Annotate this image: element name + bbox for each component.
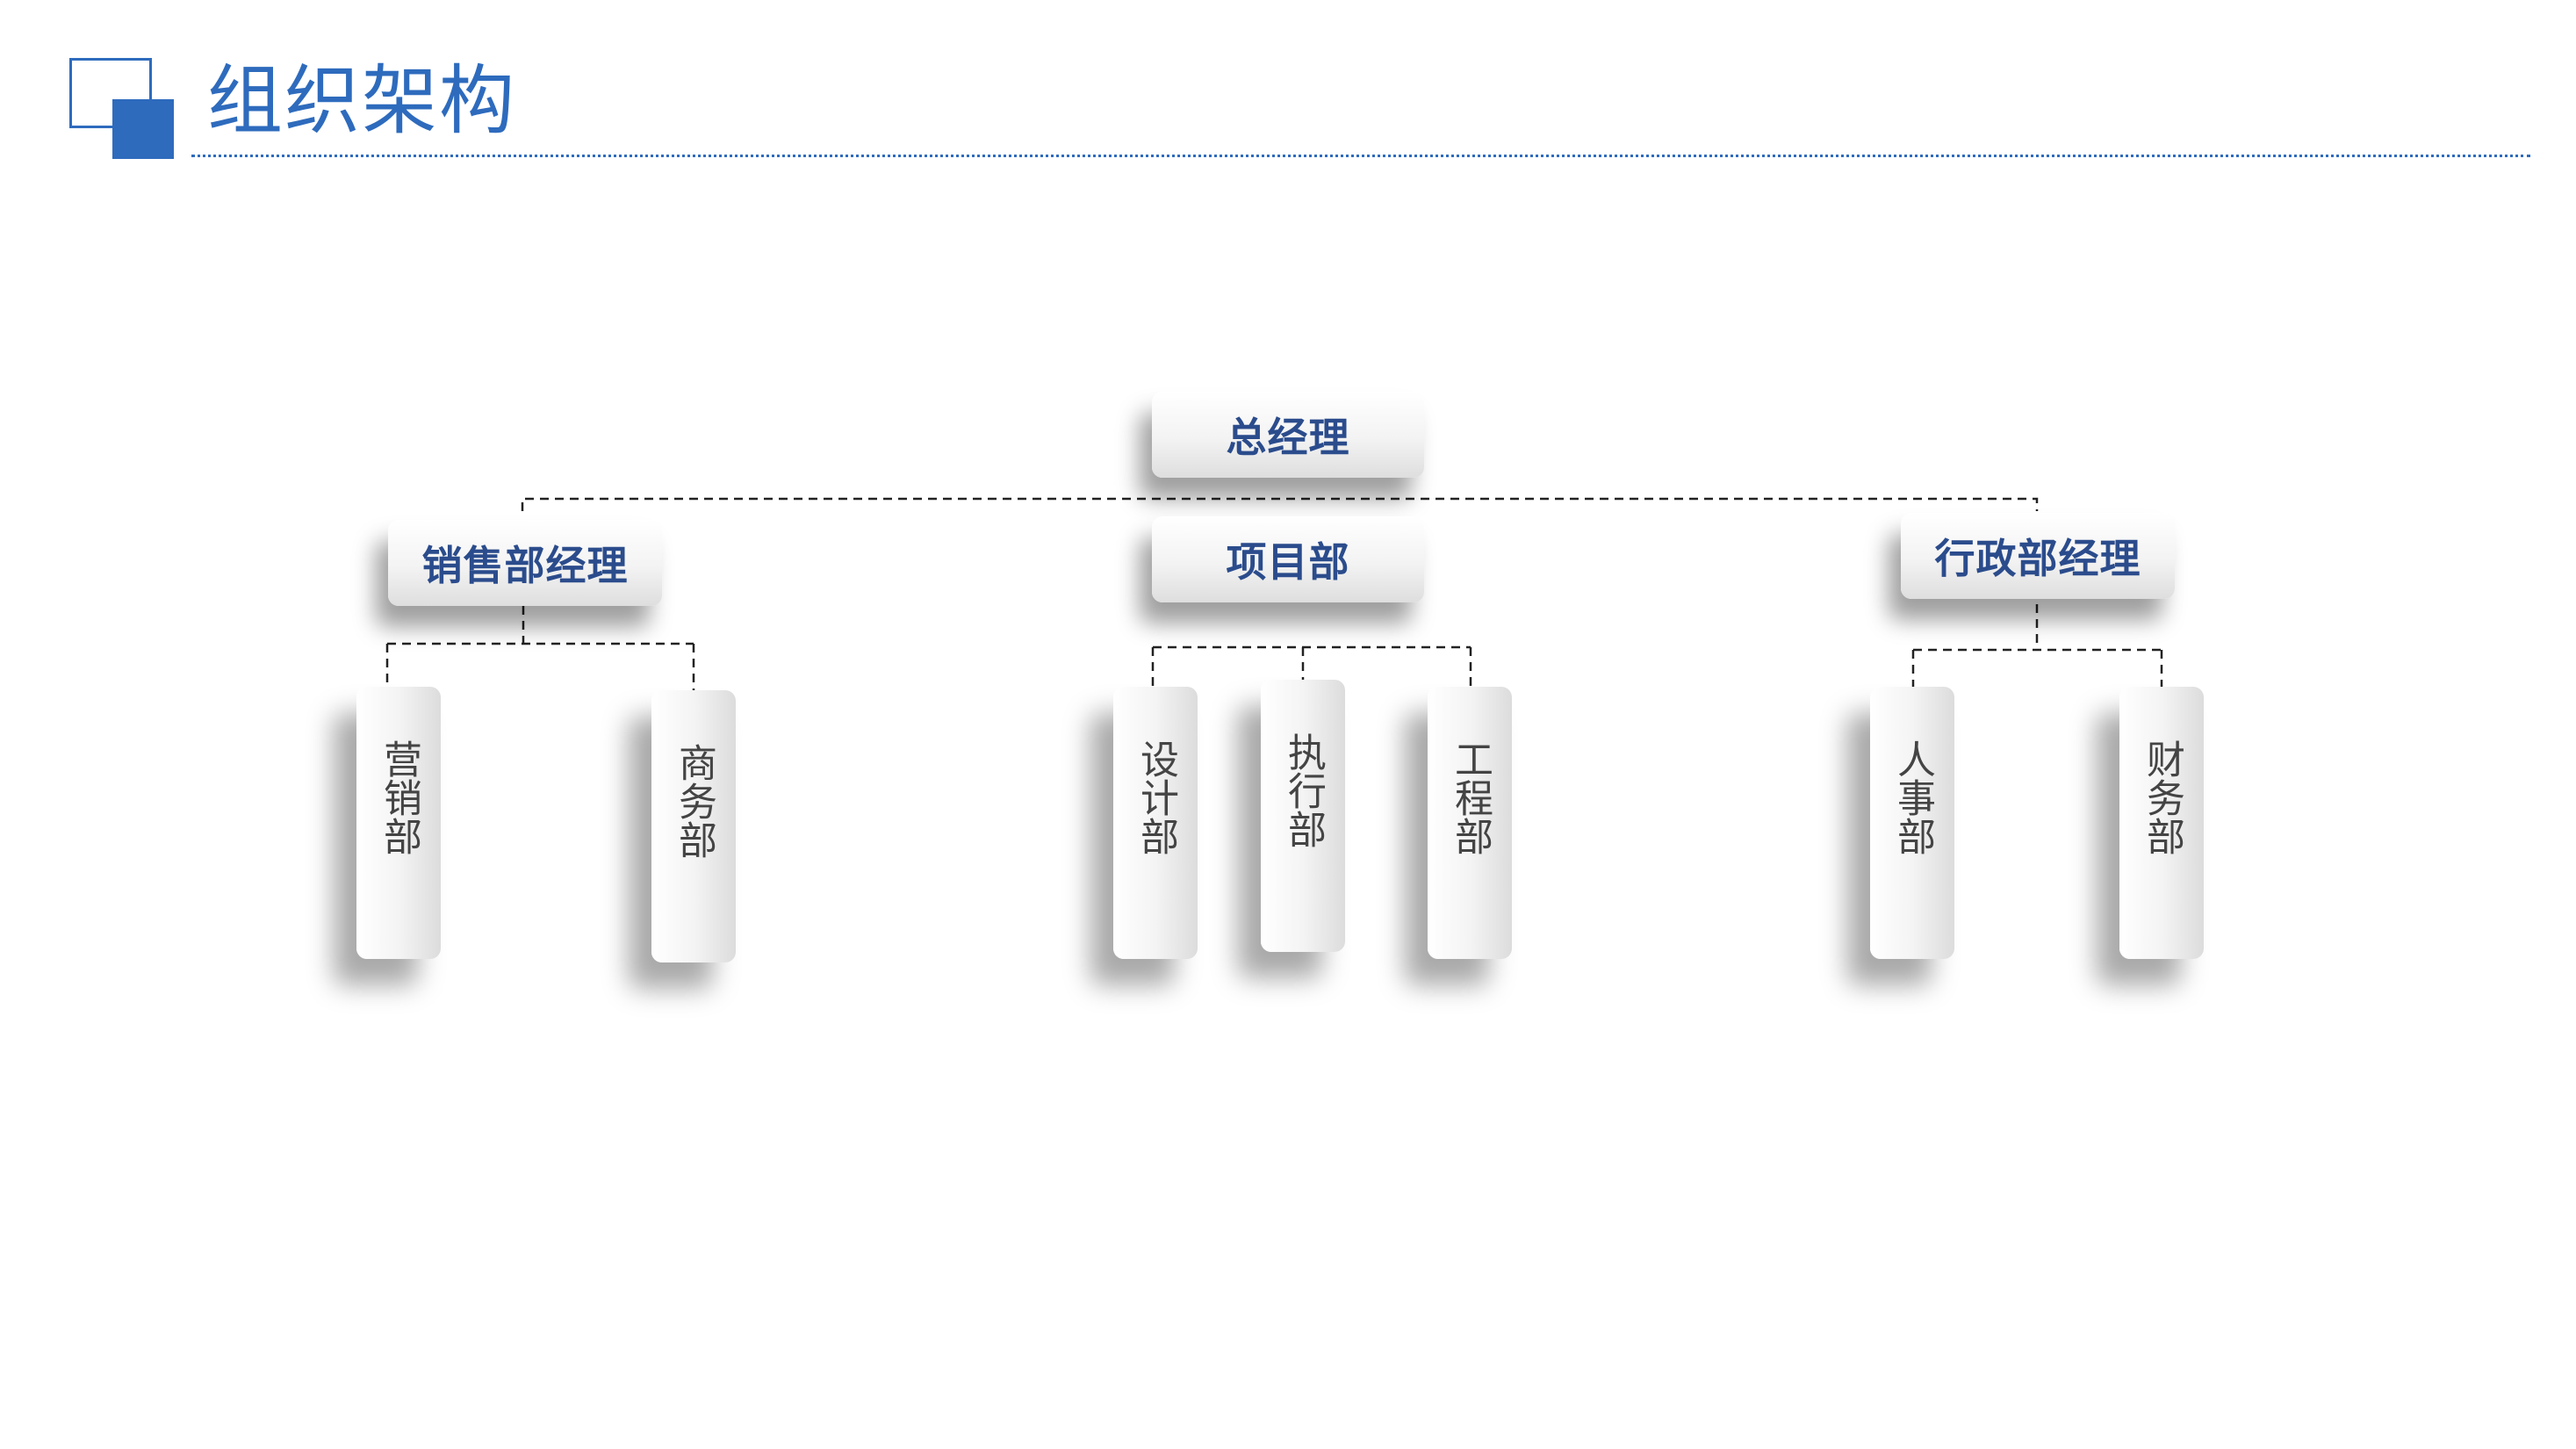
connector-project-to-children: [1151, 645, 1472, 687]
org-node-label: 总经理: [1226, 414, 1350, 461]
org-node-label: 财务部: [2140, 739, 2184, 855]
org-node-label: 商务部: [672, 743, 716, 859]
connector-admin-to-children: [1911, 604, 2163, 687]
org-node-label: 营销部: [377, 739, 421, 855]
org-node-label: 销售部经理: [421, 542, 629, 589]
org-node-label: 工程部: [1448, 739, 1493, 855]
org-node-admin-manager: 行政部经理: [1901, 513, 2175, 599]
logo-outline-square: [69, 58, 152, 128]
page-title: 组织架构: [207, 57, 516, 145]
org-node-label: 行政部经理: [1934, 535, 2141, 582]
title-underline: [191, 155, 2530, 157]
org-node-label: 执行部: [1281, 732, 1326, 848]
connector-sales-to-children: [385, 606, 695, 690]
org-node-label: 设计部: [1133, 739, 1178, 855]
org-node-label: 项目部: [1226, 538, 1350, 586]
org-node-engineering: 工程部: [1428, 687, 1512, 959]
connector-root-to-branches: [521, 497, 2039, 511]
org-node-sales-manager: 销售部经理: [388, 520, 662, 606]
org-node-finance: 财务部: [2119, 687, 2204, 959]
org-node-business: 商务部: [651, 690, 736, 962]
org-node-project-dept: 项目部: [1152, 516, 1424, 602]
org-node-marketing: 营销部: [356, 687, 441, 959]
org-node-design: 设计部: [1113, 687, 1198, 959]
org-node-label: 人事部: [1890, 739, 1935, 855]
org-node-execution: 执行部: [1261, 680, 1345, 952]
org-node-hr: 人事部: [1870, 687, 1954, 959]
logo-filled-square: [112, 99, 174, 159]
org-node-root: 总经理: [1152, 392, 1424, 478]
